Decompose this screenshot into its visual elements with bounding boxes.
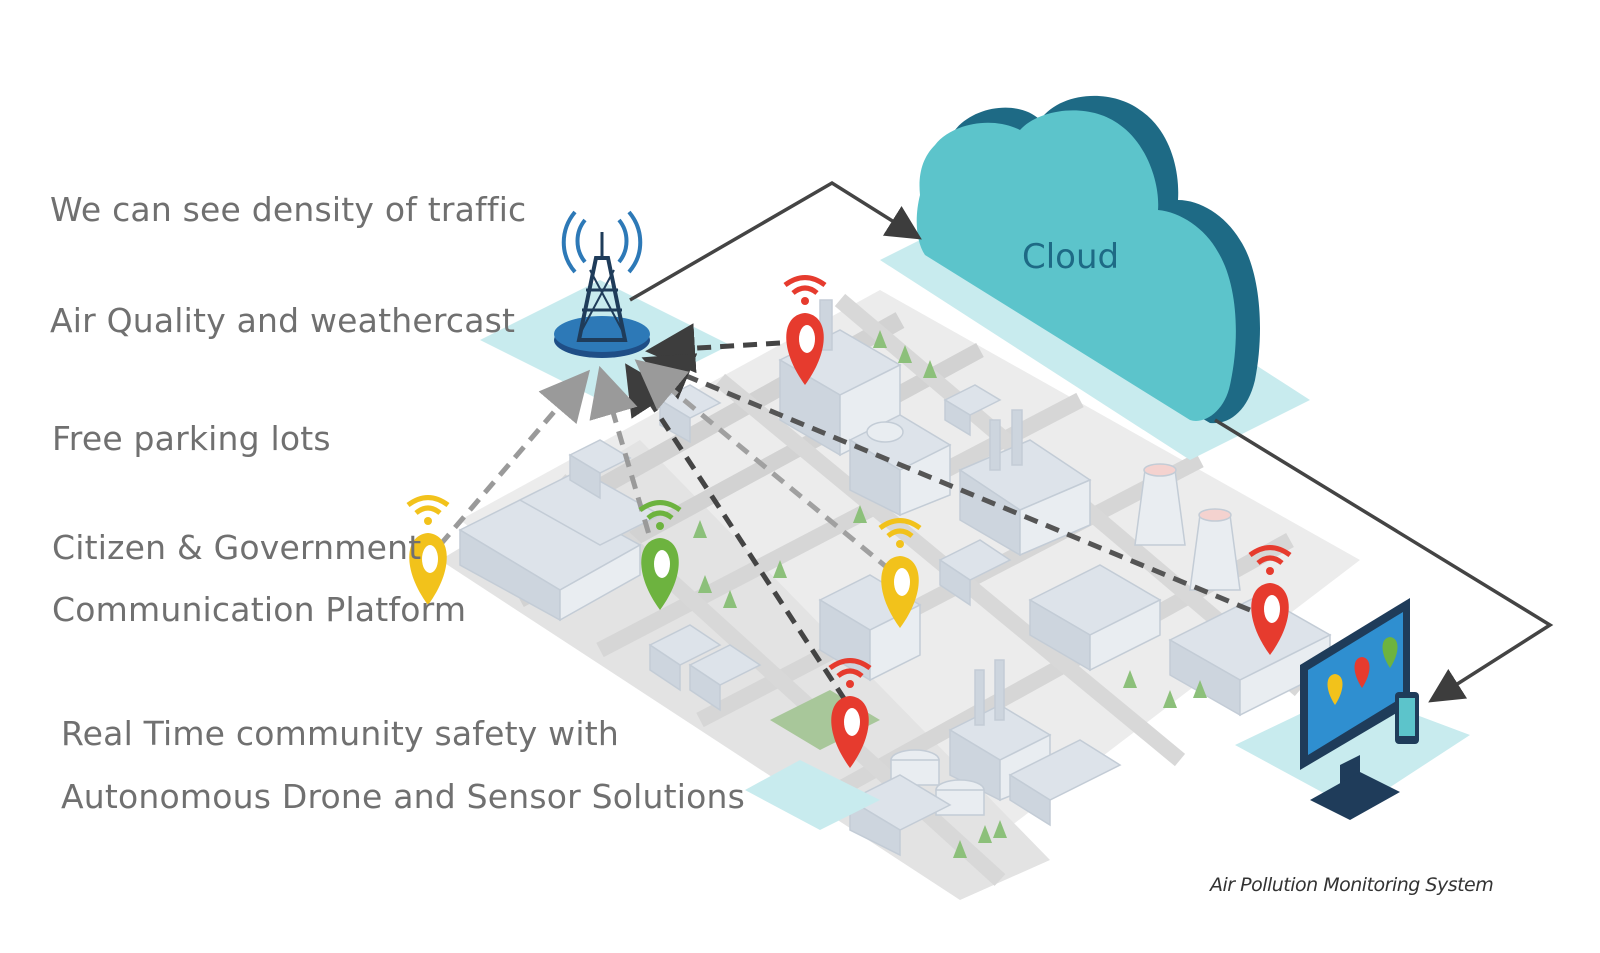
system-caption: Air Pollution Monitoring System — [1210, 874, 1494, 896]
cloud-label: Cloud — [1022, 237, 1119, 277]
sensor-pin-red-right — [1248, 545, 1292, 655]
city-buildings — [458, 299, 1332, 857]
monitor-icon — [1300, 598, 1419, 820]
sensor-pin-red-park — [828, 658, 872, 768]
cell-tower-icon — [554, 210, 650, 358]
feature-free-parking: Free parking lots — [52, 419, 331, 458]
feature-traffic-density: We can see density of traffic — [50, 190, 527, 229]
feature-citizen-government: Citizen & Government — [52, 528, 422, 567]
sensor-pins — [406, 275, 1292, 768]
sensor-pin-red-factory — [783, 275, 827, 385]
trees — [693, 330, 1207, 858]
sensor-pin-green — [638, 500, 682, 610]
feature-communication-platform: Communication Platform — [52, 590, 467, 629]
feature-drone-sensor-solutions: Autonomous Drone and Sensor Solutions — [61, 777, 746, 816]
park-pad — [745, 760, 880, 830]
sensor-pin-yellow-left — [406, 495, 450, 605]
cloud-icon — [916, 95, 1260, 424]
tower-to-cloud-arrow — [629, 180, 922, 302]
feature-air-quality: Air Quality and weathercast — [50, 301, 516, 340]
cloud-to-monitor-arrow — [1214, 418, 1554, 703]
sensor-pin-yellow-center — [878, 518, 922, 628]
sensor-data-arrows — [438, 323, 1251, 702]
feature-community-safety: Real Time community safety with — [61, 714, 619, 753]
